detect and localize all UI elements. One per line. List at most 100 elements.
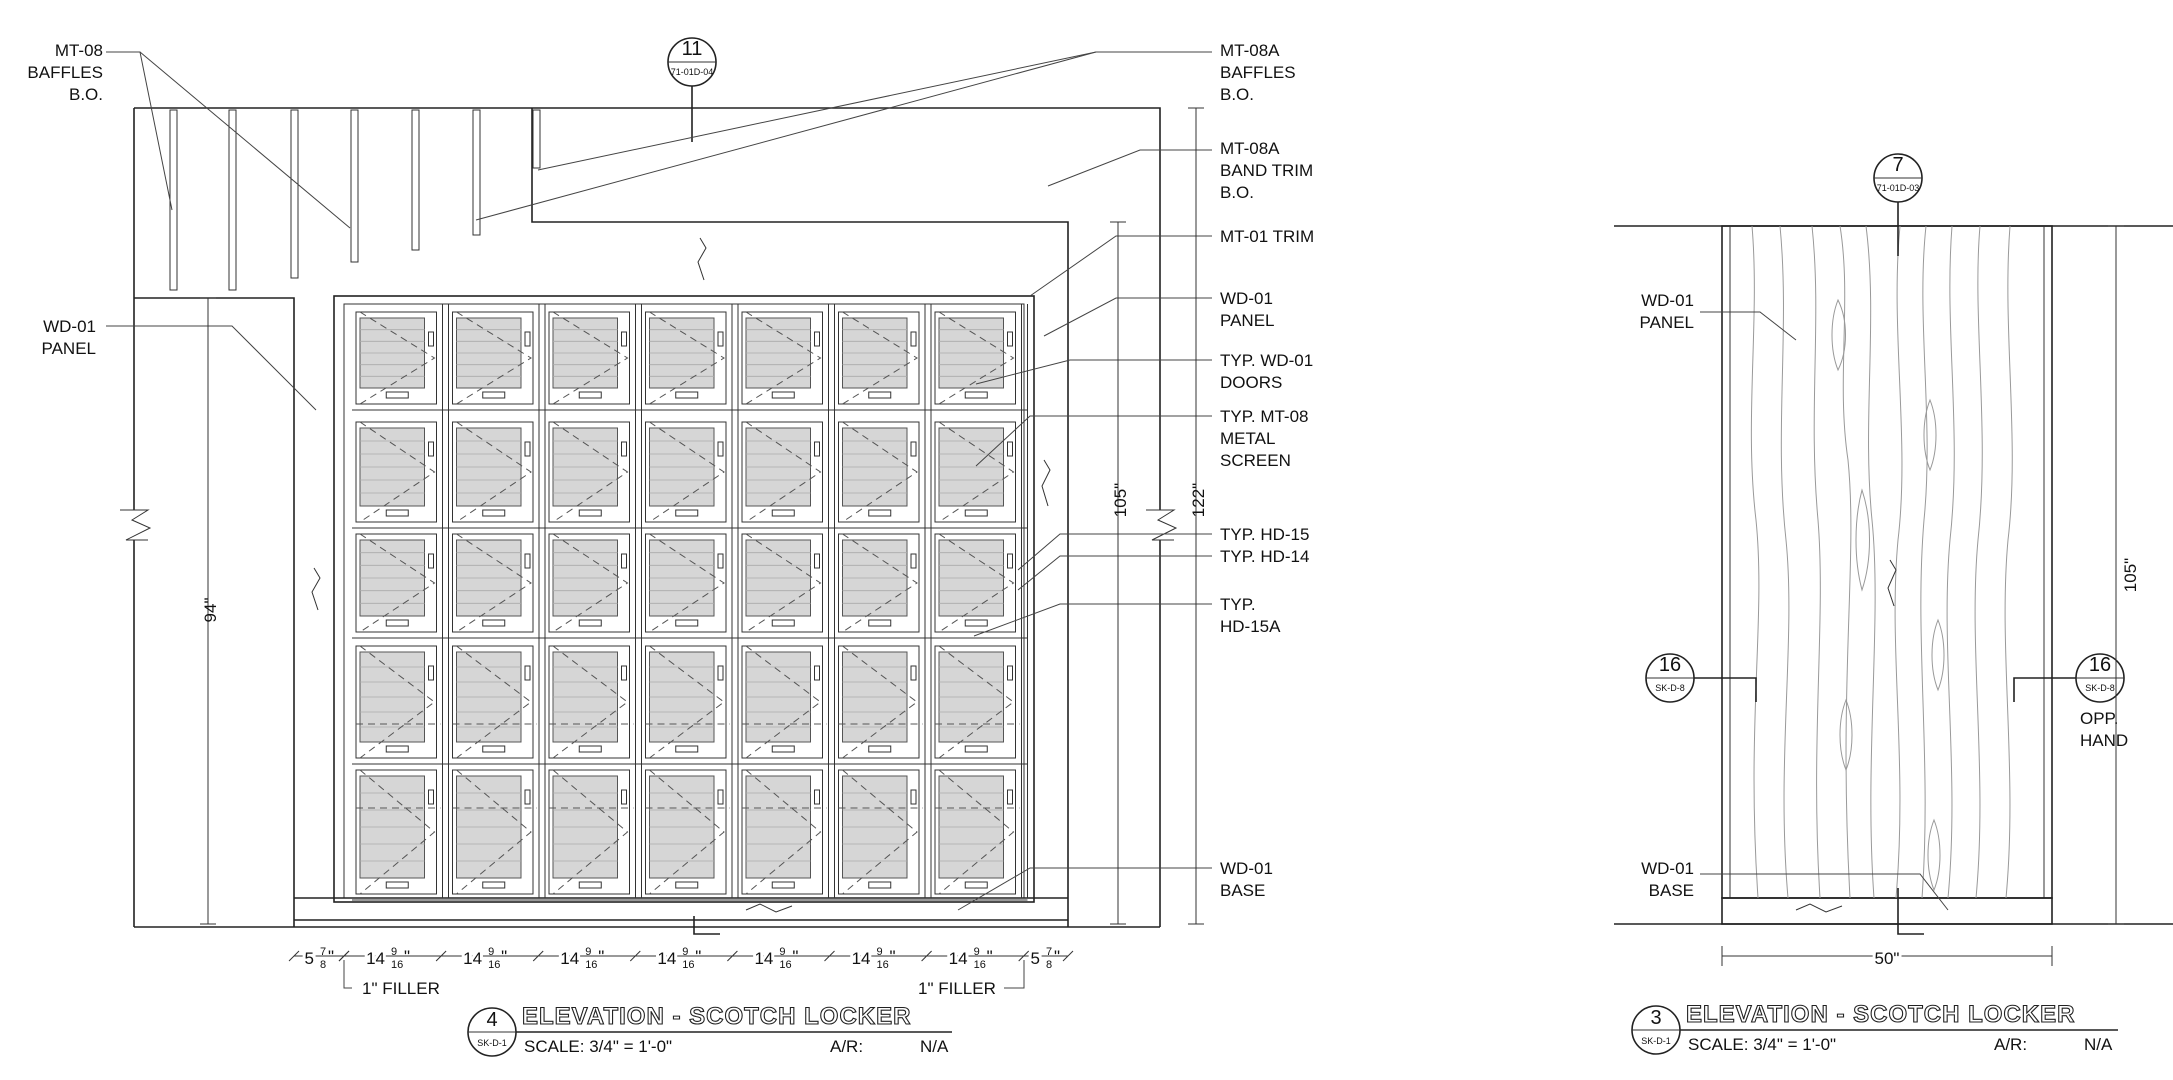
locker-door[interactable]	[741, 533, 823, 633]
door-pull[interactable]	[868, 745, 892, 753]
locker-door[interactable]	[645, 533, 727, 633]
door-pull[interactable]	[675, 881, 699, 889]
door-pull[interactable]	[964, 619, 988, 627]
locker-door[interactable]	[934, 421, 1016, 523]
door-lock[interactable]	[814, 665, 820, 681]
locker-door[interactable]	[452, 769, 534, 895]
locker-door[interactable]	[645, 311, 727, 405]
door-pull[interactable]	[771, 391, 795, 399]
locker-door[interactable]	[934, 311, 1016, 405]
locker-door[interactable]	[355, 645, 437, 759]
locker-door[interactable]	[741, 645, 823, 759]
door-lock[interactable]	[524, 789, 531, 805]
door-pull[interactable]	[675, 391, 699, 399]
door-lock[interactable]	[910, 331, 917, 347]
locker-door[interactable]	[452, 311, 534, 405]
door-lock[interactable]	[1007, 331, 1013, 347]
door-pull[interactable]	[771, 745, 795, 753]
door-lock[interactable]	[621, 789, 627, 805]
door-pull[interactable]	[385, 619, 409, 627]
door-pull[interactable]	[578, 391, 602, 399]
door-pull[interactable]	[385, 391, 409, 399]
door-lock[interactable]	[621, 665, 627, 681]
door-lock[interactable]	[717, 665, 724, 681]
locker-door[interactable]	[355, 769, 437, 895]
door-pull[interactable]	[578, 619, 602, 627]
locker-door[interactable]	[741, 769, 823, 895]
door-lock[interactable]	[428, 331, 434, 347]
door-lock[interactable]	[524, 553, 531, 569]
door-pull[interactable]	[482, 509, 506, 517]
door-pull[interactable]	[675, 745, 699, 753]
door-pull[interactable]	[578, 881, 602, 889]
door-lock[interactable]	[524, 665, 531, 681]
locker-door[interactable]	[355, 311, 437, 405]
door-pull[interactable]	[964, 391, 988, 399]
door-pull[interactable]	[964, 881, 988, 889]
door-lock[interactable]	[428, 789, 434, 805]
locker-door[interactable]	[452, 421, 534, 523]
door-lock[interactable]	[621, 441, 627, 457]
door-lock[interactable]	[524, 441, 531, 457]
door-lock[interactable]	[814, 553, 820, 569]
door-pull[interactable]	[964, 745, 988, 753]
locker-door[interactable]	[838, 533, 920, 633]
door-lock[interactable]	[1007, 789, 1013, 805]
door-lock[interactable]	[814, 789, 820, 805]
door-lock[interactable]	[910, 665, 917, 681]
locker-door[interactable]	[548, 421, 630, 523]
door-pull[interactable]	[385, 745, 409, 753]
locker-door[interactable]	[838, 311, 920, 405]
door-lock[interactable]	[428, 441, 434, 457]
door-pull[interactable]	[482, 745, 506, 753]
locker-door[interactable]	[355, 533, 437, 633]
door-lock[interactable]	[428, 553, 434, 569]
door-pull[interactable]	[675, 509, 699, 517]
locker-door[interactable]	[645, 769, 727, 895]
door-lock[interactable]	[910, 553, 917, 569]
door-lock[interactable]	[717, 553, 724, 569]
door-lock[interactable]	[1007, 553, 1013, 569]
locker-door[interactable]	[548, 533, 630, 633]
door-pull[interactable]	[482, 881, 506, 889]
door-pull[interactable]	[578, 509, 602, 517]
locker-door[interactable]	[838, 421, 920, 523]
door-lock[interactable]	[910, 441, 917, 457]
door-lock[interactable]	[621, 553, 627, 569]
door-pull[interactable]	[964, 509, 988, 517]
door-lock[interactable]	[910, 789, 917, 805]
locker-door[interactable]	[452, 533, 534, 633]
door-pull[interactable]	[868, 509, 892, 517]
door-pull[interactable]	[385, 509, 409, 517]
locker-door[interactable]	[934, 769, 1016, 895]
door-pull[interactable]	[868, 619, 892, 627]
door-lock[interactable]	[814, 331, 820, 347]
door-lock[interactable]	[1007, 665, 1013, 681]
door-lock[interactable]	[524, 331, 531, 347]
door-pull[interactable]	[771, 881, 795, 889]
door-lock[interactable]	[717, 441, 724, 457]
door-lock[interactable]	[621, 331, 627, 347]
locker-door[interactable]	[645, 645, 727, 759]
locker-door[interactable]	[452, 645, 534, 759]
locker-door[interactable]	[355, 421, 437, 523]
door-pull[interactable]	[868, 881, 892, 889]
door-lock[interactable]	[717, 789, 724, 805]
door-pull[interactable]	[385, 881, 409, 889]
door-pull[interactable]	[675, 619, 699, 627]
door-pull[interactable]	[482, 391, 506, 399]
door-lock[interactable]	[1007, 441, 1013, 457]
door-pull[interactable]	[771, 509, 795, 517]
locker-door[interactable]	[741, 421, 823, 523]
door-pull[interactable]	[868, 391, 892, 399]
door-pull[interactable]	[482, 619, 506, 627]
locker-door[interactable]	[741, 311, 823, 405]
door-lock[interactable]	[717, 331, 724, 347]
locker-door[interactable]	[838, 769, 920, 895]
locker-door[interactable]	[645, 421, 727, 523]
door-pull[interactable]	[578, 745, 602, 753]
locker-door[interactable]	[548, 311, 630, 405]
door-lock[interactable]	[428, 665, 434, 681]
locker-door[interactable]	[548, 645, 630, 759]
locker-door[interactable]	[838, 645, 920, 759]
